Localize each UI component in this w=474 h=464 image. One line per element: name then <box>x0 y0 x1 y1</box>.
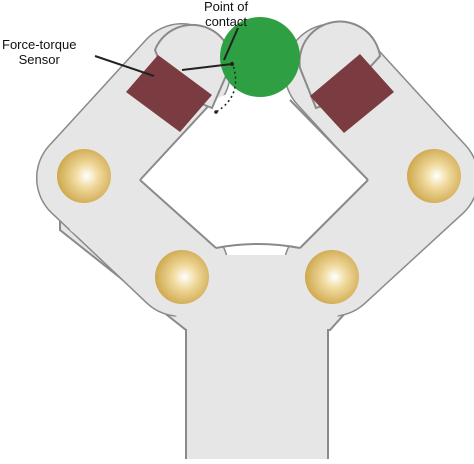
sensor-to-contact-line <box>181 63 233 71</box>
joint-left-top <box>57 149 111 203</box>
right-fingertip <box>298 20 382 110</box>
contact-leader-line <box>223 27 239 61</box>
contact-arc <box>215 61 237 113</box>
joint-right-top <box>407 149 461 203</box>
grasped-object <box>220 17 300 97</box>
sensor-leader-line <box>94 55 155 77</box>
joint-right-bottom <box>305 250 359 304</box>
sensor-label-line1: Force-torque <box>2 37 77 52</box>
contact-label-line1: Point of <box>204 0 249 14</box>
contact-label: Point of contact <box>204 0 248 29</box>
right-force-torque-sensor <box>310 54 394 133</box>
contact-point <box>214 110 218 114</box>
contact-label-line2: contact <box>205 14 247 29</box>
joint-left-bottom <box>155 250 209 304</box>
sensor-label: Force-torque Sensor <box>2 37 76 67</box>
gripper-cavity <box>140 90 368 248</box>
gripper-body <box>36 23 474 464</box>
sensor-label-line2: Sensor <box>18 52 60 67</box>
